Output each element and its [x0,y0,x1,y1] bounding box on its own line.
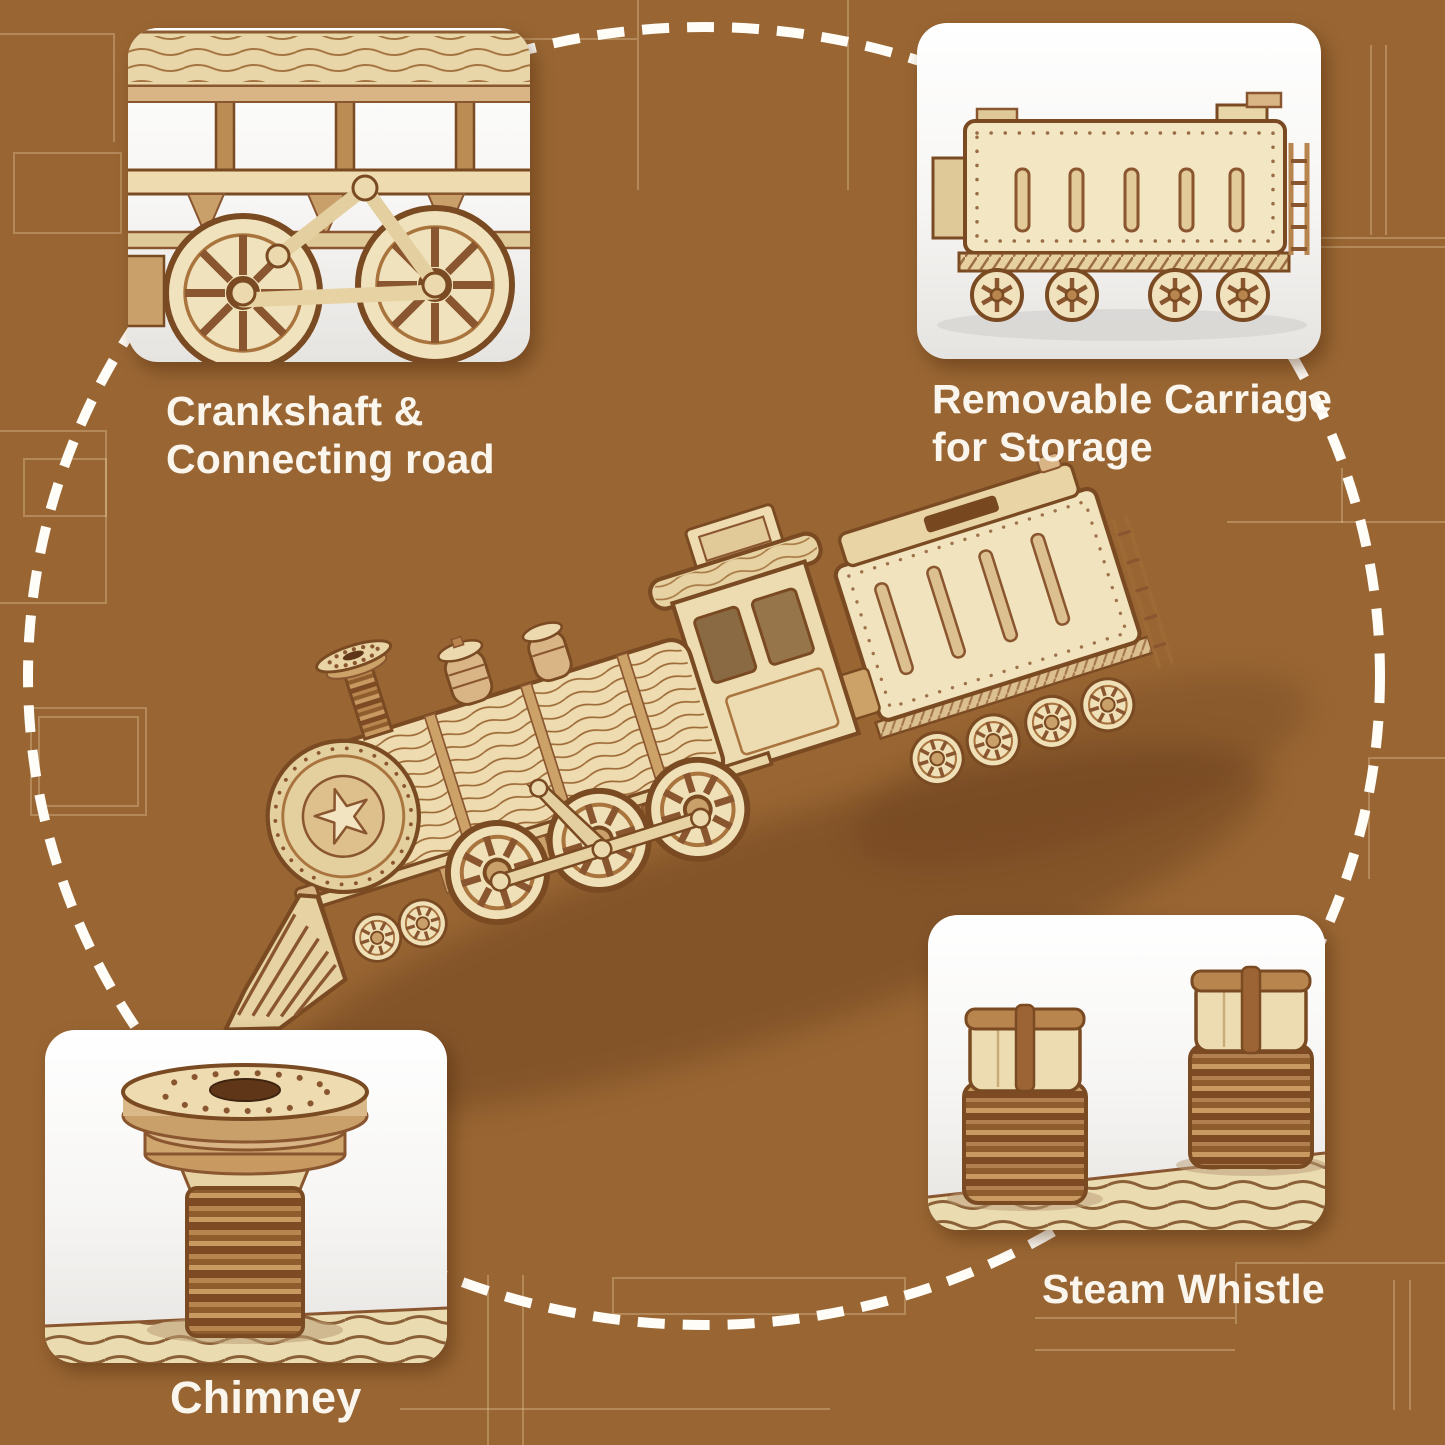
feature-panel-whistle [928,915,1325,1230]
steam-whistle-photo [928,965,1325,1230]
crankshaft-caption-line1: Crankshaft & [166,388,424,434]
chimney-caption: Chimney [170,1372,361,1424]
feature-panel-chimney [45,1030,447,1363]
chimney-photo [45,1063,447,1363]
circuit-pattern-line [1341,468,1345,523]
circuit-pattern-line [1035,1317,1235,1351]
feature-panel-carriage [917,23,1321,359]
circuit-pattern-line [23,458,107,517]
crankshaft-photo [128,30,530,362]
circuit-pattern-line [0,430,107,604]
circuit-pattern-line [1320,237,1445,248]
circuit-pattern-line [487,1275,524,1445]
circuit-pattern-line [400,1408,830,1412]
chimney-caption-label: Chimney [170,1372,362,1423]
crankshaft-caption-line2: Connecting road [166,435,495,482]
circuit-pattern-line [30,707,147,816]
circuit-pattern-line [38,716,139,807]
circuit-pattern-line [612,1277,906,1315]
circuit-pattern-line [1393,1280,1411,1410]
carriage-caption: Removable Carriage for Storage [932,376,1332,471]
whistle-caption-label: Steam Whistle [1042,1266,1325,1312]
carriage-caption-line2: for Storage [932,423,1153,470]
whistle-caption: Steam Whistle [1042,1266,1325,1314]
circuit-pattern-line [13,152,122,234]
circuit-pattern-line [1227,521,1445,525]
circuit-pattern-line [0,33,115,142]
carriage-caption-line1: Removable Carriage [932,376,1333,422]
removable-carriage-photo [931,91,1310,341]
feature-panel-crankshaft [128,28,530,362]
circuit-pattern-line [637,0,849,190]
circuit-pattern-line [520,38,637,42]
crankshaft-caption: Crankshaft & Connecting road [166,388,495,483]
circuit-pattern-line [1368,757,1445,879]
circuit-pattern-line [1370,45,1387,235]
